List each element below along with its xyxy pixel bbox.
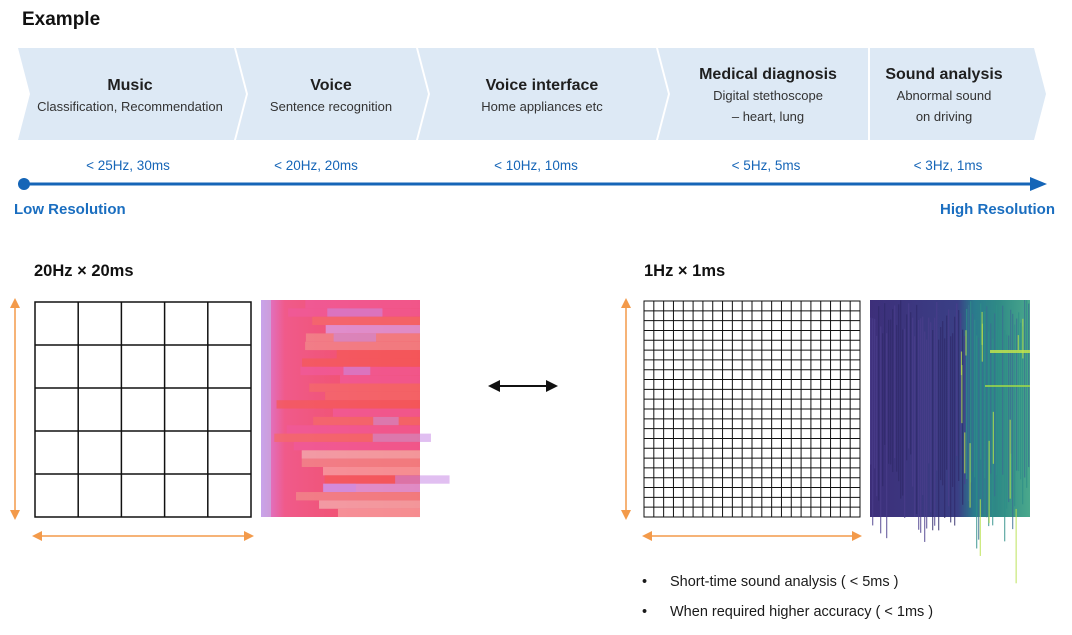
bullet-item: •Short-time sound analysis ( < 5ms ) xyxy=(642,574,899,590)
segment-voice-interface: Voice interface Home appliances etc xyxy=(430,76,654,117)
resolution-label-music: < 25Hz, 30ms xyxy=(86,158,170,173)
axis-arrowhead-icon xyxy=(1030,177,1047,191)
high-res-grid xyxy=(643,300,861,518)
low-res-horizontal-arrow xyxy=(32,531,254,541)
resolution-label-voice-interface: < 10Hz, 10ms xyxy=(494,158,578,173)
segment-heading: Sound analysis xyxy=(885,66,1003,83)
segment-medical: Medical diagnosis Digital stethoscope – … xyxy=(670,65,866,127)
resolution-label-sound: < 3Hz, 1ms xyxy=(913,158,983,173)
low-res-vertical-arrow xyxy=(10,298,20,520)
bullet-text: When required higher accuracy ( < 1ms ) xyxy=(670,604,934,620)
low-resolution-label: Low Resolution xyxy=(14,201,126,218)
bullet-item: •When required higher accuracy ( < 1ms ) xyxy=(642,604,934,620)
chevron-segment-voice-interface xyxy=(418,48,668,140)
chevron-segment-medical xyxy=(658,48,868,140)
high-res-grid-label: 1Hz × 1ms xyxy=(644,262,726,280)
segment-sub: Sentence recognition xyxy=(269,99,393,114)
chevron-segment-voice xyxy=(236,48,428,140)
resolution-label-medical: < 5Hz, 5ms xyxy=(731,158,801,173)
segment-music: Music Classification, Recommendation xyxy=(30,76,230,117)
double-arrow-icon xyxy=(488,380,558,392)
segment-heading: Voice interface xyxy=(485,77,599,94)
chevron-band xyxy=(18,48,1046,140)
segment-voice: Voice Sentence recognition xyxy=(248,76,414,117)
bullet-text: Short-time sound analysis ( < 5ms ) xyxy=(670,574,899,590)
page-title: Example xyxy=(22,9,101,30)
segment-sub2: on driving xyxy=(915,109,973,124)
segment-sub: Classification, Recommendation xyxy=(37,99,223,114)
high-res-vertical-arrow xyxy=(621,298,631,520)
high-res-horizontal-arrow xyxy=(642,531,862,541)
high-res-spectrogram xyxy=(870,300,1030,584)
low-res-grid-label: 20Hz × 20ms xyxy=(34,262,134,280)
chevron-segment-sound xyxy=(870,48,1046,140)
segment-heading: Music xyxy=(107,77,153,94)
segment-heading: Voice xyxy=(310,77,352,94)
high-resolution-label: High Resolution xyxy=(940,201,1055,218)
segment-sub: Abnormal sound xyxy=(896,88,992,103)
segment-sub2: – heart, lung xyxy=(731,109,805,124)
low-res-grid xyxy=(34,301,252,518)
segment-sub: Digital stethoscope xyxy=(713,88,823,103)
resolution-label-voice: < 20Hz, 20ms xyxy=(274,158,358,173)
bullet-list: •Short-time sound analysis ( < 5ms ) •Wh… xyxy=(642,570,933,630)
low-res-spectrogram xyxy=(261,300,450,518)
segment-sound-analysis: Sound analysis Abnormal sound on driving xyxy=(864,65,1024,127)
resolution-axis xyxy=(18,177,1047,191)
segment-heading: Medical diagnosis xyxy=(699,66,837,83)
segment-sub: Home appliances etc xyxy=(481,99,603,114)
chevron-segment-music xyxy=(18,48,246,140)
